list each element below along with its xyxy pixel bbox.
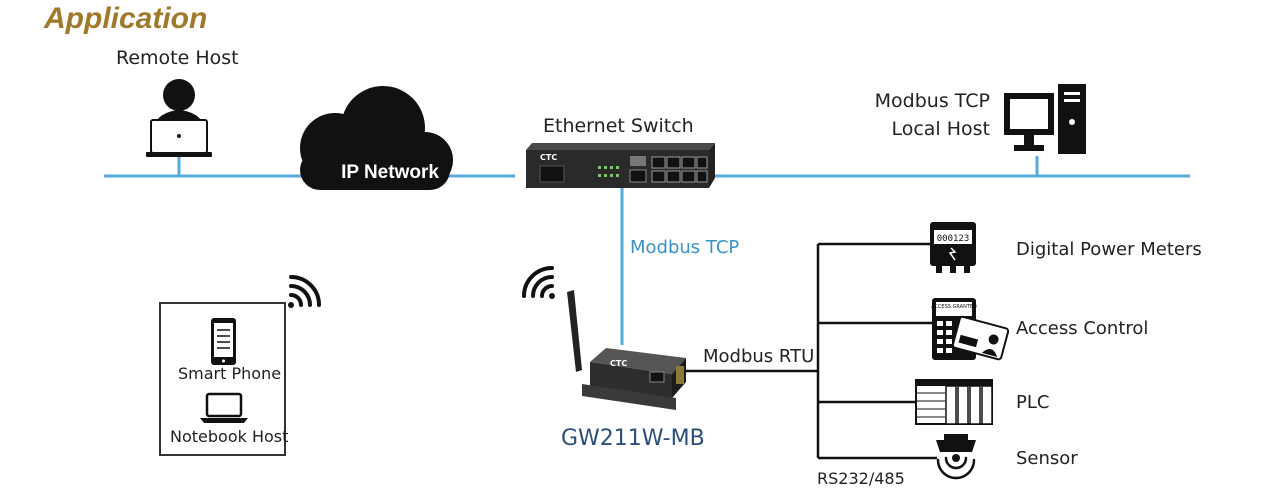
local-host-label-line1: Modbus TCP bbox=[874, 90, 990, 112]
field-device-label-power-meters: Digital Power Meters bbox=[1016, 239, 1202, 260]
gateway-label: GW211W-MB bbox=[561, 426, 705, 451]
modbus-tcp-label: Modbus TCP bbox=[630, 237, 740, 258]
local-host-label-line2: Local Host bbox=[891, 118, 990, 140]
modbus-rtu-label: Modbus RTU bbox=[703, 346, 815, 367]
notebook-icon bbox=[200, 392, 248, 423]
serial-bus-label: RS232/485 bbox=[817, 469, 905, 488]
smart-phone-label: Smart Phone bbox=[178, 364, 282, 383]
access-control-readout: ACCESS GRANTED bbox=[931, 304, 977, 310]
plc-icon bbox=[915, 379, 993, 425]
gateway-brand: CTC bbox=[610, 359, 627, 368]
cloud-icon bbox=[300, 86, 453, 190]
field-device-label-sensor: Sensor bbox=[1016, 448, 1078, 469]
switch-brand: CTC bbox=[540, 153, 557, 162]
page-title: Application bbox=[44, 2, 208, 35]
mobile-clients-box bbox=[159, 302, 286, 456]
smart-phone-icon bbox=[211, 318, 236, 365]
ethernet-switch-label: Ethernet Switch bbox=[543, 115, 694, 137]
power-meter-icon: 000123 bbox=[930, 222, 976, 273]
ip-network-label: IP Network bbox=[341, 162, 439, 183]
local-host-pc-icon bbox=[1004, 84, 1086, 154]
sensor-icon bbox=[936, 434, 976, 480]
ethernet-switch-icon bbox=[526, 143, 715, 188]
power-meter-readout: 000123 bbox=[937, 234, 970, 244]
gateway-device-icon bbox=[567, 290, 686, 410]
wifi-signal-icon bbox=[288, 275, 321, 308]
notebook-host-label: Notebook Host bbox=[170, 427, 289, 446]
gateway-wifi-icon bbox=[522, 266, 555, 299]
field-device-label-access-control: Access Control bbox=[1016, 318, 1149, 339]
remote-host-label: Remote Host bbox=[116, 47, 239, 69]
field-device-label-plc: PLC bbox=[1016, 392, 1050, 413]
access-control-icon: ACCESS GRANTED bbox=[931, 298, 1010, 361]
remote-host-icon bbox=[146, 79, 212, 157]
